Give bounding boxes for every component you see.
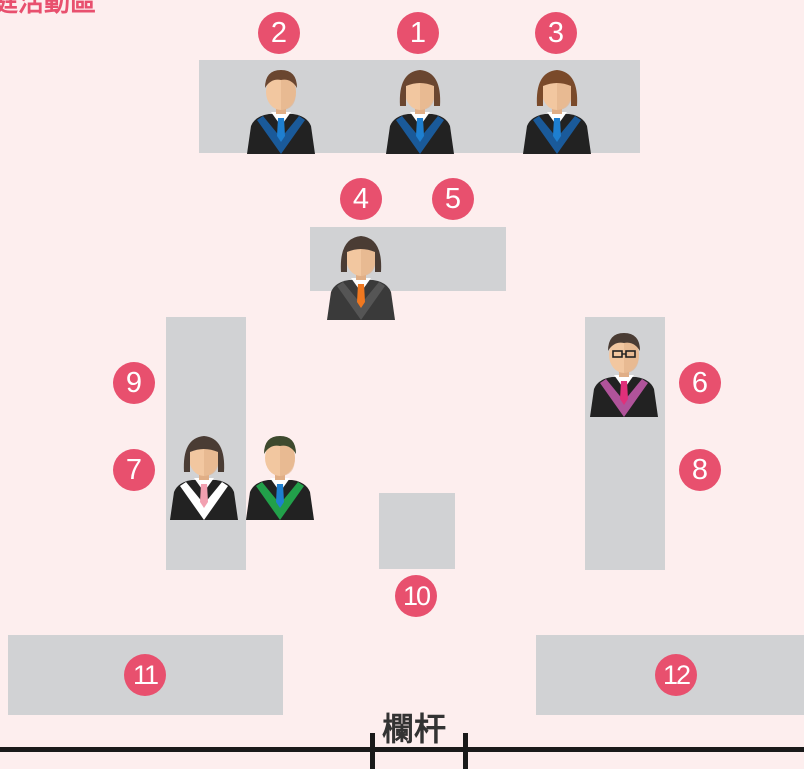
defense-attorney-2-figure [242,428,318,520]
position-badge-3: 3 [535,12,577,54]
person-icon [327,236,395,320]
person-icon [590,333,658,417]
rail-post-right [463,733,468,769]
person-icon [386,70,454,154]
judge-left-figure [245,62,317,154]
position-badge-4: 4 [340,178,382,220]
position-badge-10: 10 [395,575,437,617]
person-icon [523,70,591,154]
courtroom-rail [0,747,804,752]
person-icon [246,436,314,520]
prosecutor-figure [583,325,665,417]
position-badge-9: 9 [113,362,155,404]
position-badge-12: 12 [655,654,697,696]
person-icon [170,436,238,520]
page-title: 庭活動區 [0,0,97,18]
rail-label: 欄杆 [382,710,447,748]
position-badge-8: 8 [679,449,721,491]
defense-attorney-1-figure [166,428,242,520]
position-badge-6: 6 [679,362,721,404]
position-badge-2: 2 [258,12,300,54]
witness-stand [379,493,455,569]
judge-right-figure [521,62,593,154]
judge-presiding-figure [384,62,456,154]
clerk-figure [320,228,402,320]
person-icon [247,70,315,154]
rail-post-left [370,733,375,769]
position-badge-7: 7 [113,449,155,491]
position-badge-5: 5 [432,178,474,220]
position-badge-11: 11 [124,654,166,696]
position-badge-1: 1 [397,12,439,54]
